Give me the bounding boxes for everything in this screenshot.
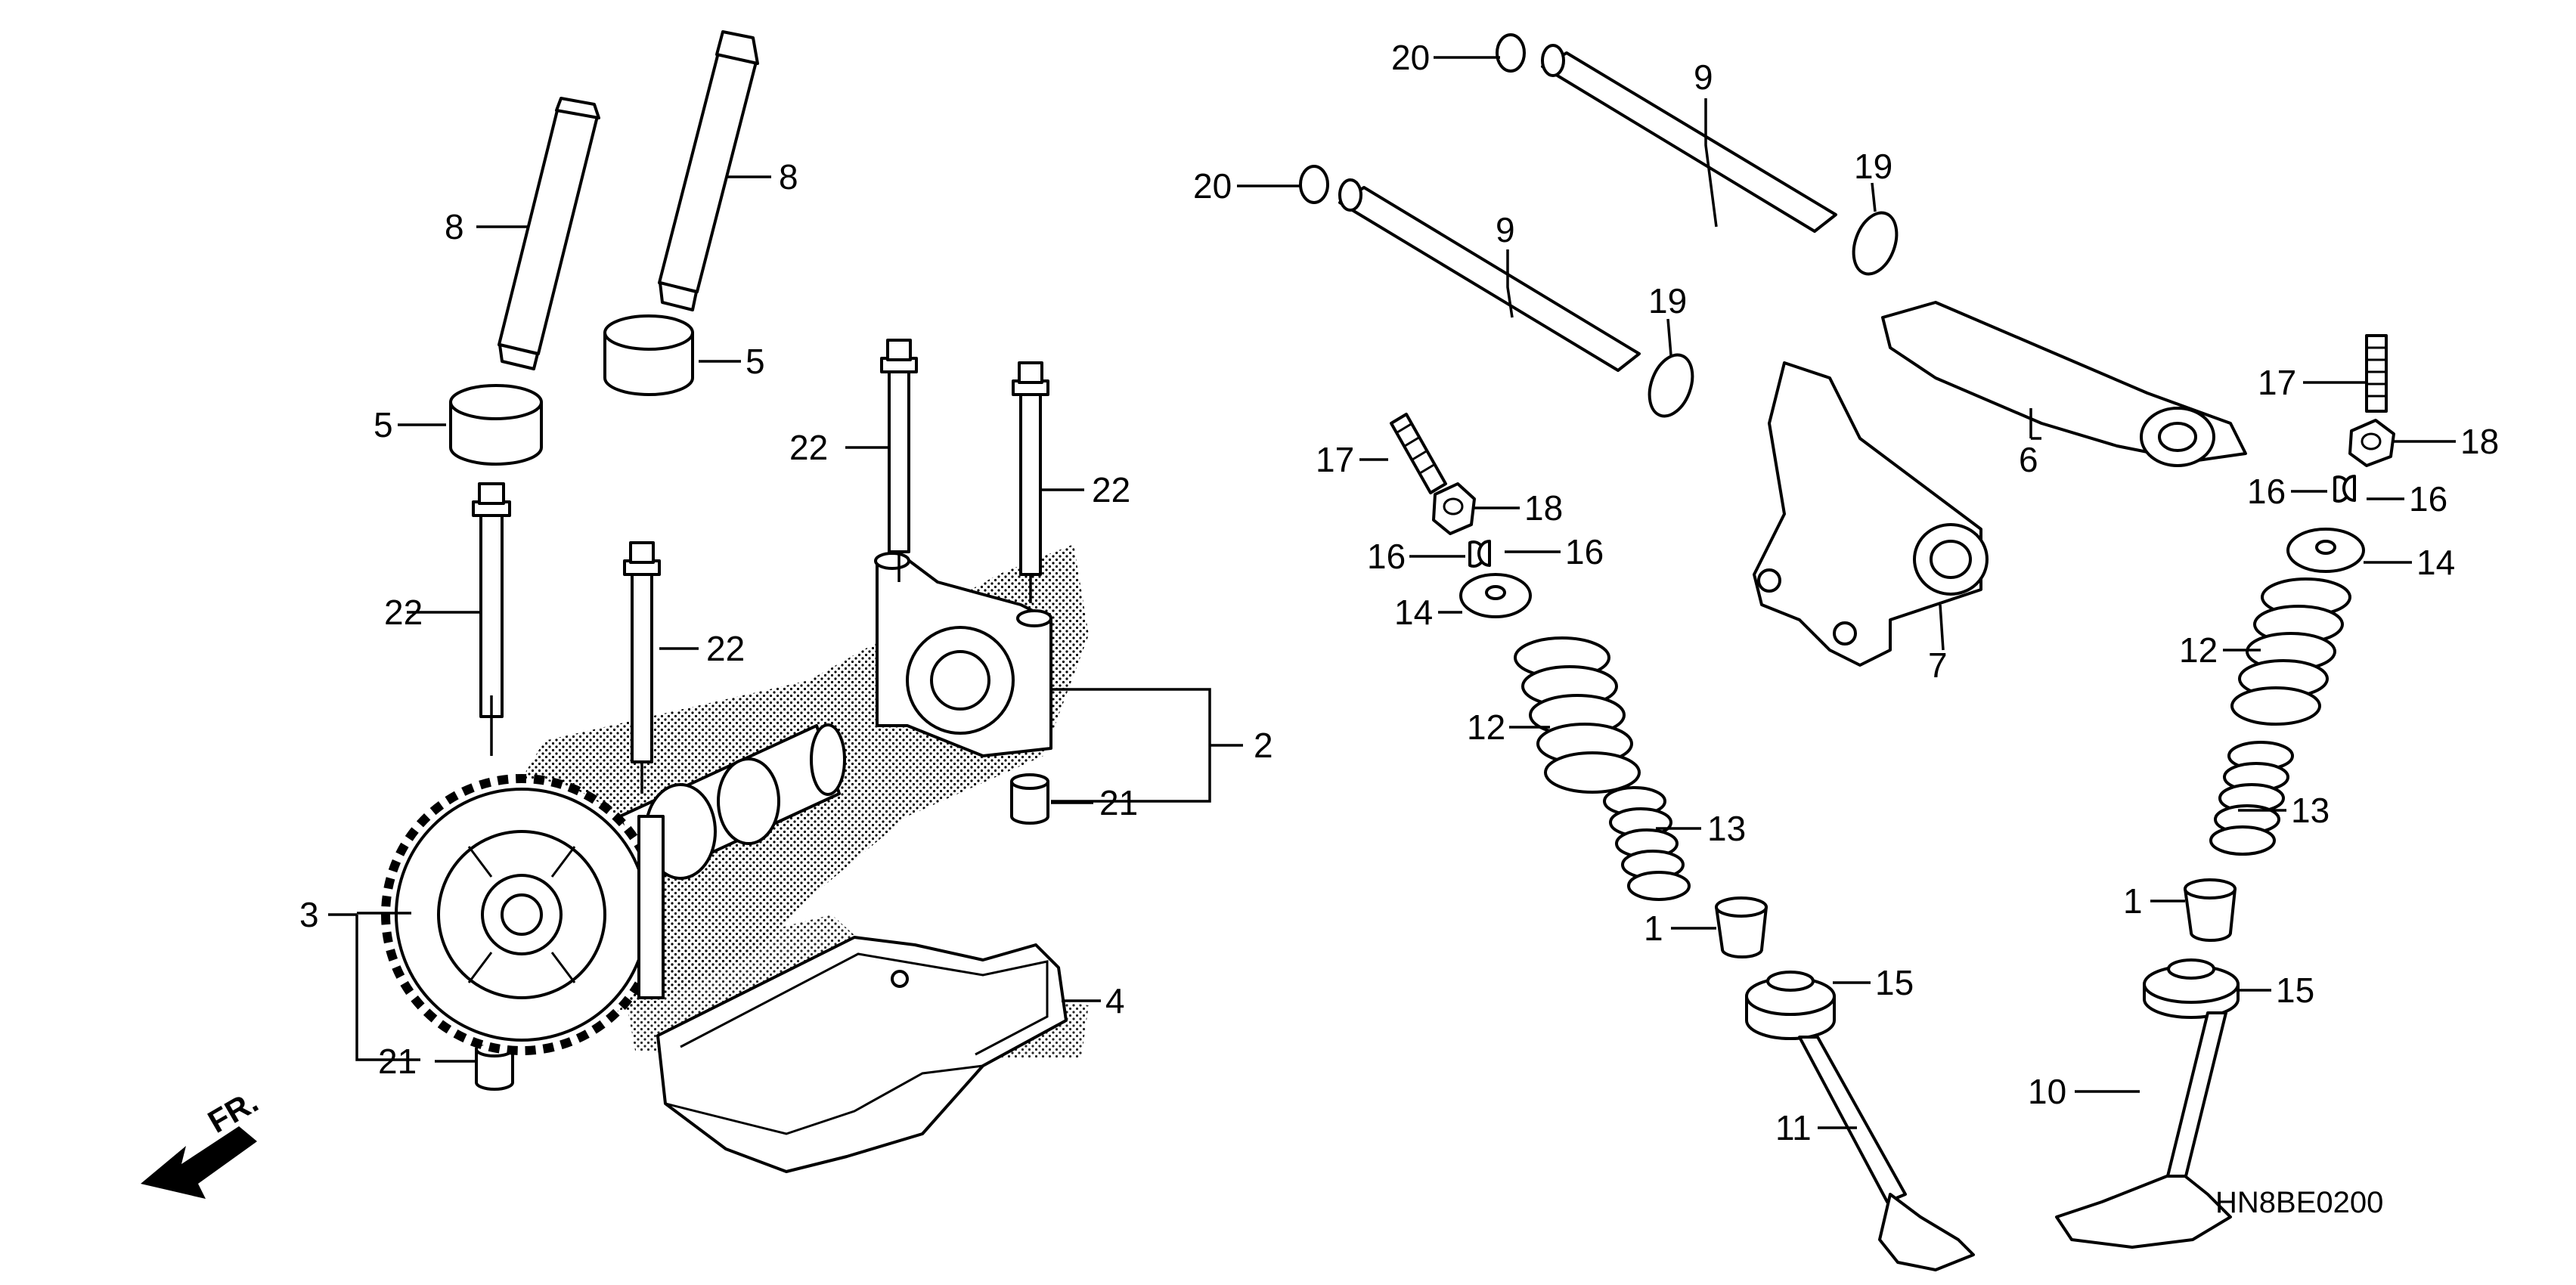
callout-21: 21: [1099, 783, 1138, 822]
spring-seat-left: [1745, 971, 1836, 1040]
gasket-lower: [1648, 353, 1694, 418]
valve-cotter-left-b: [1477, 540, 1491, 567]
valve-cotter-right-b: [2342, 475, 2356, 502]
stem-seal-left: [1715, 896, 1768, 958]
exhaust-valve: [1798, 1036, 1975, 1271]
callout-8: 8: [445, 207, 464, 246]
front-label: FR.: [202, 1083, 264, 1140]
adjusting-screw-right: [2365, 334, 2388, 413]
front-direction-arrow: FR.: [141, 1083, 264, 1199]
callout-2: 2: [1254, 726, 1273, 765]
callout-6: 6: [2019, 440, 2038, 479]
collar-right: [603, 314, 694, 396]
callout-11: 11: [1775, 1108, 1812, 1147]
callout-14: 14: [1394, 593, 1433, 632]
callout-16: 16: [1565, 532, 1604, 571]
callout-15: 15: [2276, 971, 2314, 1010]
spring-retainer-left: [1459, 573, 1532, 618]
callout-20: 20: [1391, 38, 1430, 77]
callout-22: 22: [384, 593, 423, 632]
callout-5: 5: [746, 342, 765, 381]
callout-20: 20: [1193, 166, 1232, 206]
callout-16: 16: [1367, 537, 1406, 576]
oil-pan: [656, 936, 1068, 1173]
flange-bolt-a: [472, 482, 511, 718]
callout-10: 10: [2028, 1072, 2066, 1111]
callout-14: 14: [2416, 543, 2455, 582]
callout-16: 16: [2409, 479, 2447, 519]
callout-8: 8: [779, 157, 798, 197]
callout-5: 5: [374, 405, 393, 444]
callout-labels: 8 8 5 5 22 22 22 22 2 21 3 21 4 20 20 9 …: [299, 38, 2499, 1147]
outer-valve-spring-left: [1514, 636, 1641, 794]
callout-12: 12: [1467, 708, 1505, 747]
inner-valve-spring-right: [2209, 741, 2294, 856]
flange-bolt-b: [623, 541, 661, 763]
callout-3: 3: [299, 895, 319, 934]
rocker-arm-shaft-right: [658, 30, 759, 311]
collar-left: [449, 384, 543, 466]
gasket-upper: [1852, 211, 1899, 276]
lock-nut-right: [2348, 419, 2395, 467]
outer-valve-spring-right: [2230, 577, 2351, 726]
callout-16: 16: [2247, 472, 2286, 511]
callout-12: 12: [2179, 630, 2218, 670]
callout-22: 22: [706, 629, 745, 668]
rocker-pin-upper: [1541, 44, 1837, 233]
callout-21: 21: [378, 1042, 417, 1081]
callout-19: 19: [1648, 281, 1687, 320]
callout-19: 19: [1854, 147, 1892, 186]
callout-7: 7: [1928, 646, 1948, 685]
o-ring-lower: [1299, 165, 1329, 204]
callout-13: 13: [2291, 791, 2330, 830]
rocker-arm-intake: [1753, 361, 1989, 667]
callout-15: 15: [1875, 963, 1914, 1002]
adjusting-screw-left: [1390, 413, 1447, 494]
camshaft-holder: [874, 552, 1052, 757]
stem-seal-right: [2184, 878, 2237, 942]
rocker-arm-exhaust: [1881, 301, 2247, 467]
spring-retainer-right: [2286, 528, 2365, 573]
callout-4: 4: [1105, 981, 1125, 1020]
rocker-pin-lower: [1338, 178, 1641, 372]
callout-22: 22: [789, 428, 828, 467]
inner-valve-spring-left: [1603, 786, 1691, 901]
callout-1: 1: [1644, 909, 1663, 948]
leader-lines: [328, 56, 2456, 1129]
callout-17: 17: [1316, 440, 1354, 479]
cam-sprocket: [381, 774, 665, 1055]
lock-nut-left: [1432, 482, 1476, 535]
o-ring-upper: [1496, 33, 1526, 73]
callout-9: 9: [1694, 57, 1713, 97]
callout-17: 17: [2258, 363, 2296, 402]
callout-22: 22: [1092, 470, 1130, 509]
dowel-pin-right: [1010, 773, 1049, 825]
intake-valve: [2055, 1011, 2232, 1249]
diagram-code: HN8BE0200: [2215, 1186, 2383, 1219]
callout-18: 18: [2460, 422, 2499, 461]
callout-18: 18: [1524, 488, 1563, 528]
callout-1: 1: [2123, 881, 2143, 921]
flange-bolt-c: [880, 339, 918, 553]
rocker-arm-shaft-left: [498, 97, 600, 370]
flange-bolt-d: [1012, 361, 1049, 576]
callout-9: 9: [1496, 210, 1515, 249]
callout-13: 13: [1707, 809, 1746, 848]
spring-seat-right: [2143, 958, 2240, 1019]
